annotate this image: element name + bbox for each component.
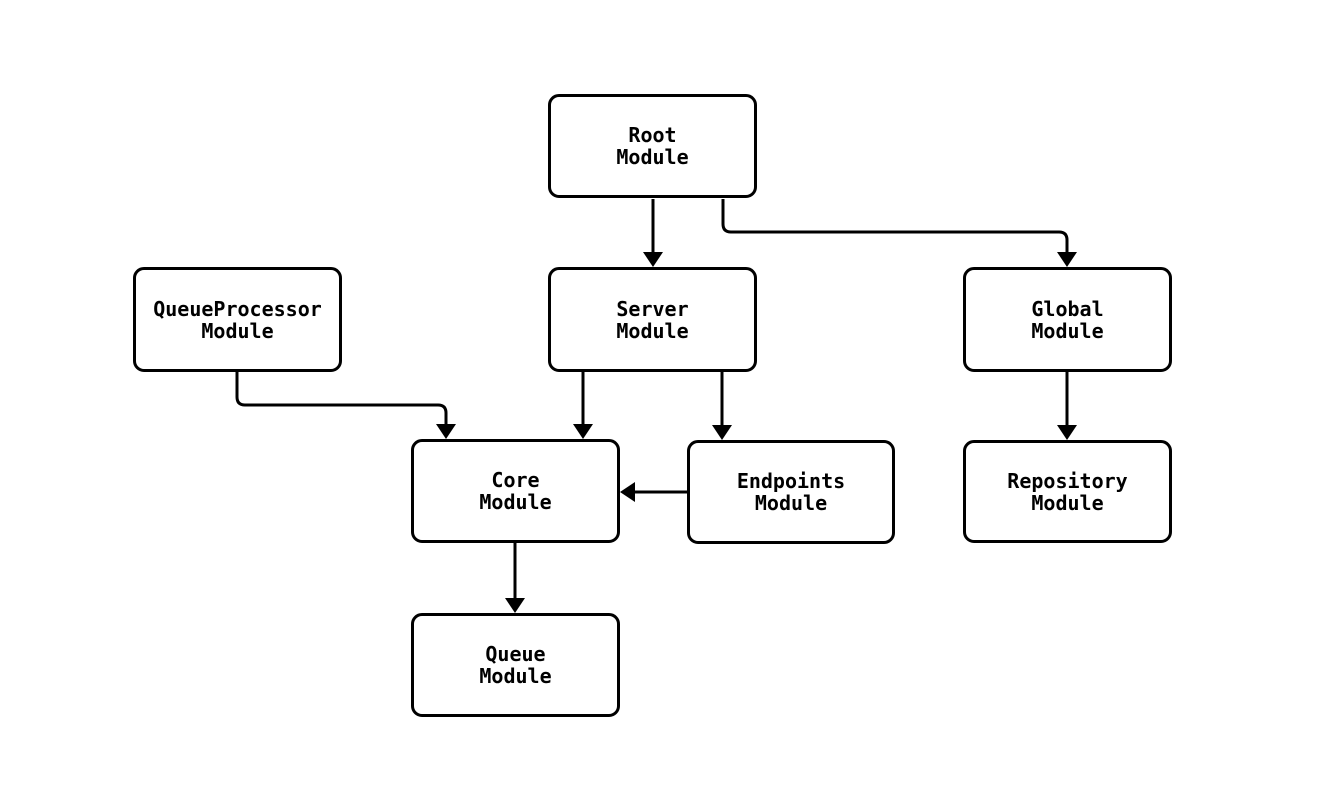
node-endpoints-module-label: Endpoints Module	[736, 469, 846, 515]
node-server-module: Server Module	[548, 267, 757, 372]
node-global-module-label: Global Module	[1031, 296, 1104, 343]
node-core-module-label: Core Module	[479, 468, 552, 514]
node-core-module: Core Module	[411, 439, 620, 543]
edge-server-to-endpoints	[712, 371, 732, 440]
node-queue-module: Queue Module	[411, 613, 620, 717]
edge-root-to-server	[643, 199, 663, 267]
node-global-module: Global Module	[963, 267, 1172, 372]
edge-global-to-repository	[1057, 371, 1077, 440]
node-queueprocessor-module: QueueProcessor Module	[133, 267, 342, 372]
node-queueprocessor-module-label: QueueProcessor Module	[153, 296, 322, 343]
edge-server-to-core	[573, 371, 593, 439]
node-repository-module-label: Repository Module	[1007, 468, 1128, 515]
node-repository-module: Repository Module	[963, 440, 1172, 543]
edge-queueprocessor-to-core	[235, 371, 456, 439]
edge-core-to-queue	[505, 542, 525, 613]
node-root-module: Root Module	[548, 94, 757, 198]
edge-root-to-global	[721, 199, 1077, 267]
node-server-module-label: Server Module	[616, 296, 689, 343]
node-endpoints-module: Endpoints Module	[687, 440, 895, 544]
node-queue-module-label: Queue Module	[479, 642, 552, 688]
edge-endpoints-to-core	[620, 482, 687, 502]
node-root-module-label: Root Module	[616, 123, 689, 169]
